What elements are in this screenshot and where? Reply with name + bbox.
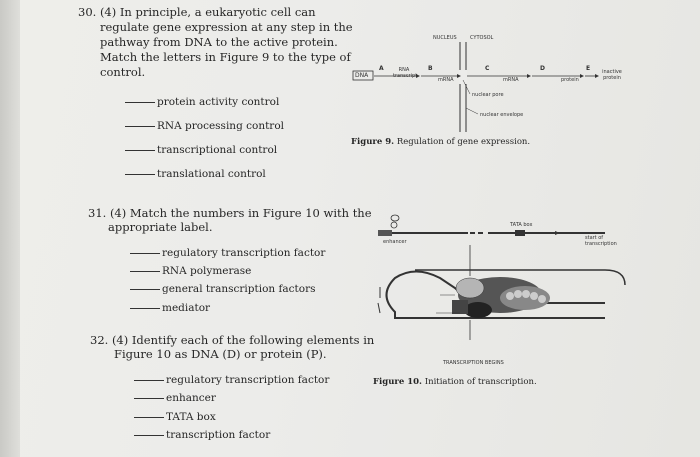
fig9-letter-d: D (540, 65, 545, 72)
answer-blank[interactable] (130, 271, 160, 272)
fig9-caption: Figure 9. Regulation of gene expression. (351, 137, 530, 147)
q31-option[interactable]: general transcription factors (130, 283, 316, 296)
fig9-rna-transcript-label: RNA transcript (393, 67, 418, 79)
q30-option[interactable]: RNA processing control (125, 120, 284, 133)
fig10-start-label: start of transcription (585, 235, 617, 247)
option-label: regulatory transcription factor (166, 374, 330, 386)
fig9-cytosol-label: CYTOSOL (470, 35, 494, 41)
q32-line-1: 32. (4) Identify each of the following e… (90, 333, 375, 347)
fig9-nuclear-envelope-label: nuclear envelope (480, 112, 524, 118)
q30-line-5: control. (100, 65, 146, 79)
answer-blank[interactable] (134, 417, 164, 418)
q31-option[interactable]: regulatory transcription factor (130, 247, 325, 260)
fig9-mrna-cytosol-label: mRNA (503, 77, 519, 83)
fig9-letter-b: B (428, 65, 433, 72)
q30-line-4: Match the letters in Figure 9 to the typ… (100, 50, 351, 64)
q32-option[interactable]: transcription factor (134, 429, 270, 442)
q32-line-2: Figure 10 as DNA (D) or protein (P). (114, 347, 327, 361)
option-label: transcriptional control (157, 144, 278, 156)
option-label: translational control (157, 168, 266, 180)
fig9-mrna-nucleus-label: mRNA (438, 77, 454, 83)
answer-blank[interactable] (134, 380, 164, 381)
fig9-nucleus-label: NUCLEUS (433, 35, 457, 41)
q30-line-2: regulate gene expression at any step in … (100, 20, 353, 34)
fig9-nuclear-pore-label: nuclear pore (472, 92, 504, 98)
answer-blank[interactable] (130, 289, 160, 290)
option-label: mediator (162, 302, 211, 314)
option-label: enhancer (166, 392, 216, 404)
answer-blank[interactable] (125, 174, 155, 175)
option-label: RNA polymerase (162, 265, 252, 277)
fig9-caption-text: Regulation of gene expression. (396, 137, 531, 147)
answer-blank[interactable] (125, 126, 155, 127)
q32-option[interactable]: regulatory transcription factor (134, 374, 329, 387)
fig9-dna-label: DNA (355, 72, 369, 79)
option-label: transcription factor (166, 429, 271, 441)
option-label: regulatory transcription factor (162, 247, 326, 259)
q30-option[interactable]: translational control (125, 168, 266, 181)
fig9-protein-label: protein (561, 77, 579, 83)
q32-option[interactable]: TATA box (134, 411, 216, 424)
answer-blank[interactable] (134, 398, 164, 399)
answer-blank[interactable] (130, 308, 160, 309)
fig10-enhancer-label: enhancer (383, 239, 407, 245)
fig9-inactive-protein-label: inactive protein (602, 69, 622, 81)
fig10-caption-text: Initiation of transcription. (424, 377, 537, 387)
fig10-caption-label: Figure 10. (373, 377, 423, 387)
q30-line-3: pathway from DNA to the active protein. (100, 35, 338, 49)
option-label: protein activity control (157, 96, 280, 108)
q31-option[interactable]: RNA polymerase (130, 265, 251, 278)
option-label: RNA processing control (157, 120, 285, 132)
answer-blank[interactable] (130, 253, 160, 254)
answer-blank[interactable] (125, 102, 155, 103)
q30-option[interactable]: protein activity control (125, 96, 279, 109)
option-label: general transcription factors (162, 283, 316, 295)
answer-blank[interactable] (125, 150, 155, 151)
fig10-transcription-begins-label: TRANSCRIPTION BEGINS (443, 360, 504, 366)
q31-line-2: appropriate label. (108, 220, 213, 234)
option-label: TATA box (166, 411, 216, 423)
q30-line-1: 30. (4) In principle, a eukaryotic cell … (78, 5, 316, 19)
page-binding-edge (0, 0, 20, 457)
fig9-letter-a: A (379, 65, 384, 72)
q30-option[interactable]: transcriptional control (125, 144, 277, 157)
q32-option[interactable]: enhancer (134, 392, 216, 405)
fig10-caption: Figure 10. Initiation of transcription. (373, 377, 537, 387)
fig10-tata-label: TATA box (510, 222, 533, 228)
q31-line-1: 31. (4) Match the numbers in Figure 10 w… (88, 206, 372, 220)
fig9-letter-e: E (586, 65, 591, 72)
q31-option[interactable]: mediator (130, 302, 210, 315)
fig9-letter-c: C (485, 65, 490, 72)
fig9-caption-label: Figure 9. (351, 137, 395, 147)
answer-blank[interactable] (134, 435, 164, 436)
